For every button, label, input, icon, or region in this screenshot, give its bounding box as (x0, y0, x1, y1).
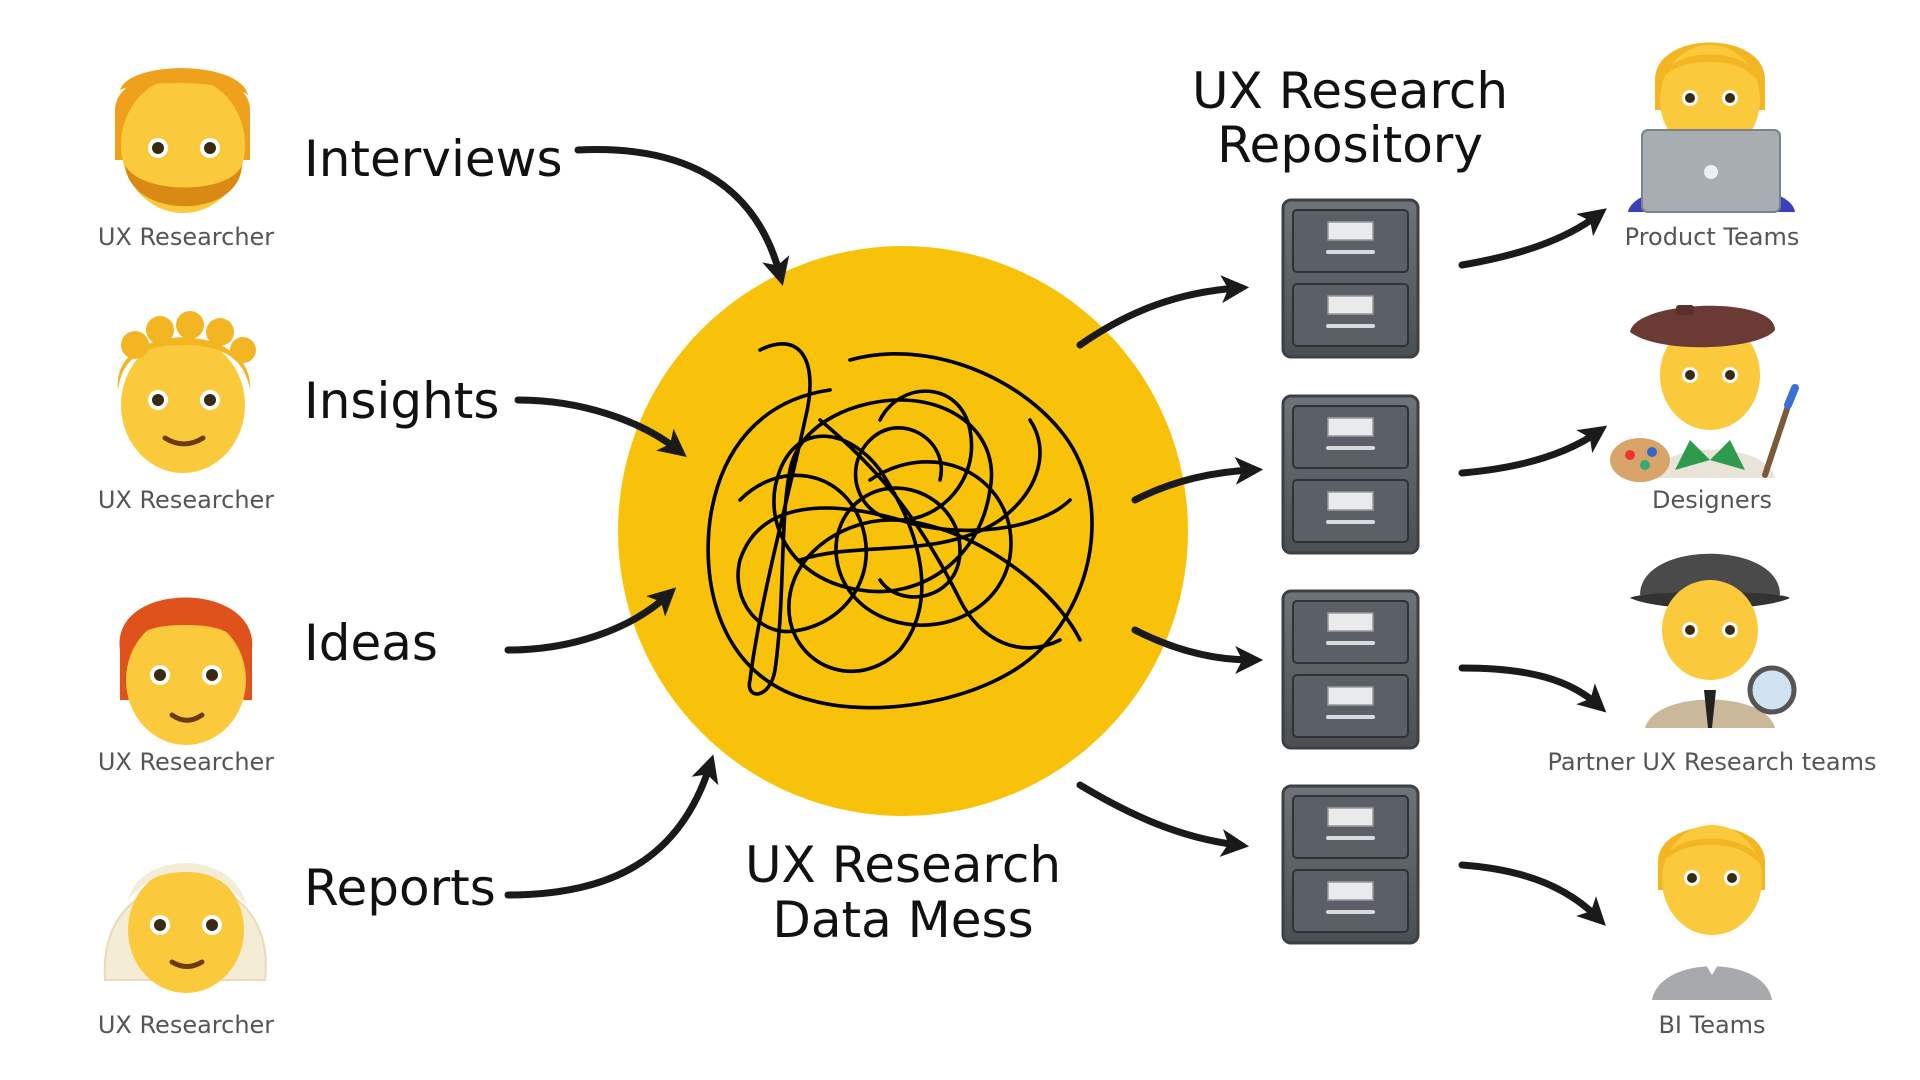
arrow-to-cabinet-3 (1131, 626, 1264, 674)
arrow-to-designers (1458, 425, 1608, 477)
filing-cabinet-icon (1281, 198, 1420, 359)
arrow-interviews (574, 146, 790, 286)
source-2: UX Researcher Insights (98, 311, 499, 514)
arrow-to-bi-teams (1458, 861, 1606, 926)
consumer-caption-product-teams: Product Teams (1625, 223, 1800, 251)
source-3: UX Researcher Ideas (98, 597, 438, 776)
arrow-to-cabinet-1 (1076, 275, 1250, 349)
filing-cabinet-icon (1281, 394, 1420, 555)
arrow-reports (504, 754, 719, 899)
data-mess-circle (618, 246, 1188, 816)
consumer-3: Partner UX Research teams (1548, 553, 1877, 776)
source-caption-2: UX Researcher (98, 486, 274, 514)
artist-icon (1610, 305, 1799, 482)
mess-title-line2: Data Mess (772, 891, 1033, 949)
source-label-interviews: Interviews (304, 130, 563, 188)
curly-researcher-icon (117, 311, 256, 473)
filing-cabinet-icon (1281, 784, 1420, 945)
filing-cabinet-icon (1281, 589, 1420, 750)
consumer-caption-bi-teams: BI Teams (1658, 1011, 1765, 1039)
technologist-laptop-icon (1628, 42, 1795, 213)
source-caption-4: UX Researcher (98, 1011, 274, 1039)
source-1: UX Researcher Interviews (98, 68, 563, 251)
repository-title-line1: UX Research (1192, 62, 1508, 120)
consumer-caption-partner-ux: Partner UX Research teams (1548, 748, 1877, 776)
business-person-icon (1652, 825, 1772, 1000)
red-haired-researcher-icon (119, 597, 253, 745)
consumer-4: BI Teams (1652, 825, 1772, 1039)
bearded-researcher-icon (115, 68, 250, 213)
source-label-reports: Reports (304, 859, 496, 917)
consumer-2: Designers (1610, 305, 1799, 514)
arrow-to-cabinet-4 (1076, 781, 1250, 857)
consumer-caption-designers: Designers (1652, 486, 1772, 514)
detective-icon (1630, 553, 1797, 728)
consumer-1: Product Teams (1625, 42, 1800, 251)
source-label-insights: Insights (304, 372, 499, 430)
source-caption-3: UX Researcher (98, 748, 274, 776)
repository-title-line2: Repository (1217, 116, 1483, 174)
scribble-icon (706, 342, 1094, 710)
arrow-to-partner-ux (1458, 664, 1607, 713)
white-haired-researcher-icon (103, 863, 267, 993)
arrow-insights (514, 396, 687, 457)
arrow-to-cabinet-2 (1131, 456, 1264, 504)
source-caption-1: UX Researcher (98, 223, 274, 251)
arrow-ideas (504, 587, 677, 654)
source-4: UX Researcher Reports (98, 859, 496, 1039)
mess-title-line1: UX Research (745, 836, 1061, 894)
arrow-to-product-teams (1458, 208, 1607, 269)
source-label-ideas: Ideas (304, 614, 438, 672)
